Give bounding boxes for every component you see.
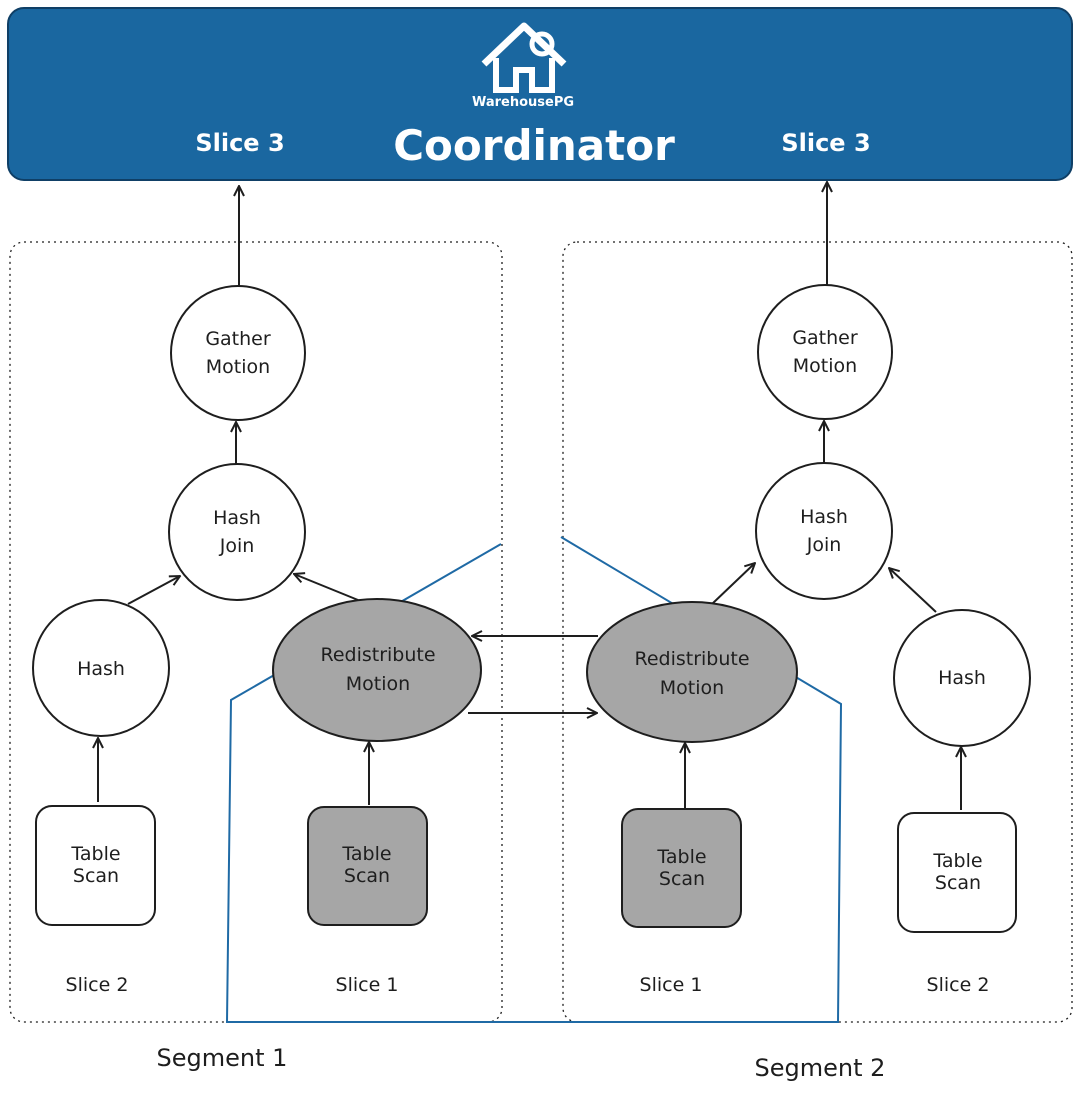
segment-2-label: Segment 2 bbox=[755, 1054, 886, 1082]
coordinator-header: WarehousePG Coordinator Slice 3 Slice 3 bbox=[7, 7, 1073, 181]
gather-motion-node bbox=[757, 284, 893, 420]
edge-redist1-join1 bbox=[294, 574, 359, 601]
slice-1-label: Slice 1 bbox=[640, 974, 703, 996]
redistribute-motion-node bbox=[272, 598, 482, 742]
warehouse-house-icon bbox=[481, 22, 567, 93]
edge-redist2-join2 bbox=[711, 563, 755, 605]
table-scan-node-highlighted bbox=[307, 806, 428, 926]
gather-motion-node bbox=[170, 285, 306, 421]
brand-name: WarehousePG bbox=[472, 95, 574, 110]
edge-hash1-join1 bbox=[127, 576, 180, 605]
redistribution-path bbox=[225, 536, 843, 1023]
slice-2-label: Slice 2 bbox=[927, 974, 990, 996]
slice-1-label: Slice 1 bbox=[336, 974, 399, 996]
slice-2-label: Slice 2 bbox=[66, 974, 129, 996]
coordinator-banner bbox=[7, 7, 1073, 181]
hash-label: Hash bbox=[77, 658, 125, 680]
redistribute-motion-node bbox=[586, 601, 798, 743]
coordinator-slice-left: Slice 3 bbox=[195, 129, 284, 157]
hash-join-node bbox=[168, 463, 306, 601]
table-scan-node bbox=[897, 812, 1017, 933]
edge-hash2-join2 bbox=[889, 568, 937, 613]
plan-edges bbox=[98, 182, 961, 810]
hash-node bbox=[893, 609, 1031, 747]
table-scan-node bbox=[35, 805, 156, 926]
hash-node bbox=[32, 599, 170, 737]
table-scan-node-highlighted bbox=[621, 808, 742, 928]
segment-1-label: Segment 1 bbox=[157, 1044, 288, 1072]
coordinator-slice-right: Slice 3 bbox=[781, 129, 870, 157]
hash-label: Hash bbox=[938, 667, 986, 689]
segment-2-boundary bbox=[562, 241, 1073, 1023]
coordinator-title: Coordinator bbox=[393, 121, 675, 170]
hash-join-node bbox=[755, 462, 893, 600]
